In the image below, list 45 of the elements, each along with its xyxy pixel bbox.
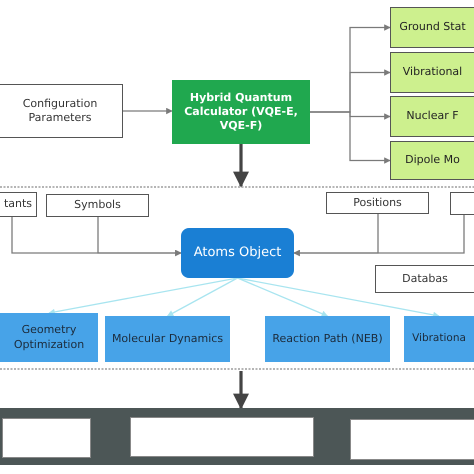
calculator-box — [172, 80, 310, 144]
arrow — [48, 277, 238, 316]
result-box — [390, 7, 474, 48]
arrow — [310, 111, 391, 164]
node-label: Hybrid Quantum Calculator (VQE-E, VQE-F) — [183, 90, 299, 134]
process-box — [326, 192, 429, 214]
node-label: Ground Stat — [399, 20, 466, 35]
method-box — [105, 316, 230, 362]
arrow — [237, 277, 440, 318]
process-box — [0, 192, 37, 217]
method-box — [265, 316, 390, 362]
arrow — [97, 217, 182, 256]
node-label: Atoms Object — [194, 244, 282, 262]
result-box — [390, 96, 474, 137]
arrow — [293, 215, 465, 256]
node-label: Positions — [353, 196, 402, 210]
tool-box — [2, 418, 91, 458]
node-label: Nuclear F — [406, 109, 459, 124]
result-box — [390, 52, 474, 93]
arrow — [233, 371, 249, 410]
method-box — [404, 316, 474, 362]
node-label: Databas — [402, 272, 448, 286]
tool-box — [130, 417, 314, 457]
node-label: Molecular Dynamics — [112, 332, 224, 346]
node-label: tants — [4, 197, 32, 212]
node-label: Vibrational — [402, 65, 462, 80]
node-label: Configuration Parameters — [22, 96, 98, 126]
tool-box — [350, 419, 474, 460]
result-box — [390, 141, 474, 180]
node-label: Geometry Optimization — [12, 323, 86, 352]
arrow — [123, 108, 173, 114]
tool-band — [0, 408, 474, 465]
arrow — [233, 144, 249, 188]
node-label: Reaction Path (NEB) — [272, 332, 383, 346]
method-box — [0, 313, 98, 362]
process-box — [46, 194, 149, 217]
node-label: Vibrationa — [412, 332, 466, 346]
object-box — [181, 228, 294, 278]
process-box — [450, 192, 474, 215]
process-box — [375, 265, 474, 293]
process-box — [0, 84, 123, 138]
arrow — [237, 277, 328, 317]
node-label: Dipole Mo — [405, 153, 460, 168]
node-label: Symbols — [74, 198, 121, 213]
arrow — [166, 277, 238, 317]
